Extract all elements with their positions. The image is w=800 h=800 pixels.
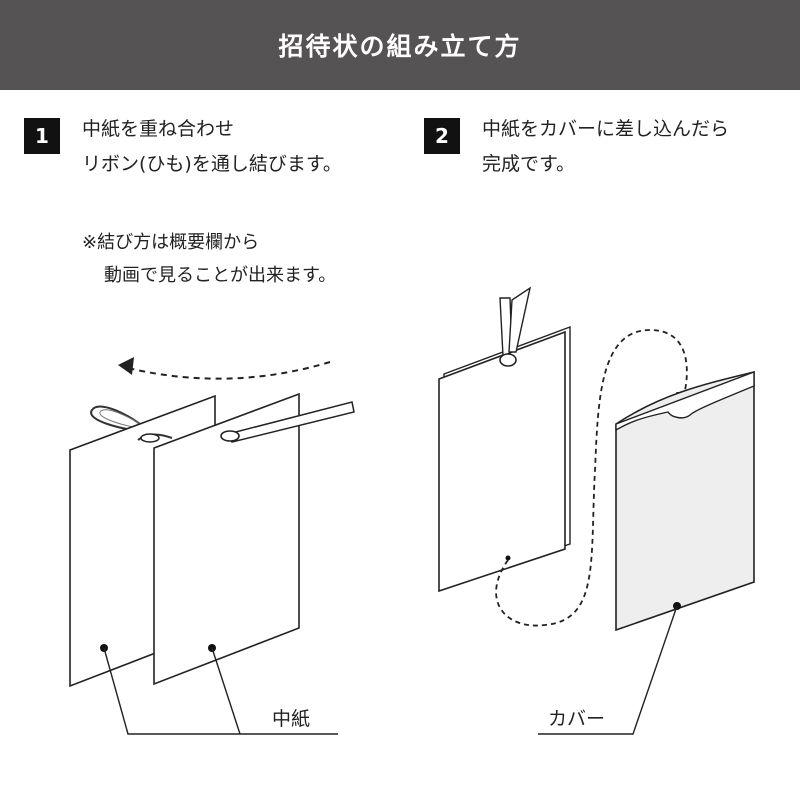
step-2-line-1: 中紙をカバーに差し込んだら	[482, 118, 730, 140]
step-1-line-2: リボン(ひも)を通し結びます。	[82, 153, 342, 175]
cover-leader	[538, 605, 678, 735]
video-note: ※結び方は概要欄から 動画で見ることが出来ます。	[82, 226, 336, 292]
inner-paper-leader	[103, 647, 338, 735]
cover-label: カバー	[548, 708, 606, 730]
step-2-badge: 2	[424, 118, 460, 154]
step-1-text: 中紙を重ね合わせ リボン(ひも)を通し結びます。	[82, 112, 342, 182]
title-banner: 招待状の組み立て方	[0, 0, 800, 90]
ribbon-loop-inner	[99, 409, 151, 432]
video-note-line-1: ※結び方は概要欄から	[82, 232, 260, 253]
cover-flap	[615, 370, 755, 432]
step-2-line-2: 完成です。	[482, 153, 576, 175]
step-1-line-1: 中紙を重ね合わせ	[82, 118, 235, 140]
step-2-text: 中紙をカバーに差し込んだら 完成です。	[482, 112, 729, 182]
inner-paper-label: 中紙	[272, 708, 311, 730]
dashed-path-to-cover	[495, 329, 688, 627]
dashed-arrow-left	[127, 361, 331, 380]
video-note-line-2: 動画で見ることが出来ます。	[104, 265, 337, 286]
inner-paper-front	[153, 392, 300, 686]
arrowhead-left-icon	[118, 357, 134, 375]
stacked-paper-dot	[505, 555, 511, 561]
stacked-paper-front	[438, 330, 566, 593]
page-title: 招待状の組み立て方	[278, 32, 522, 61]
step-1-badge: 1	[24, 118, 60, 154]
